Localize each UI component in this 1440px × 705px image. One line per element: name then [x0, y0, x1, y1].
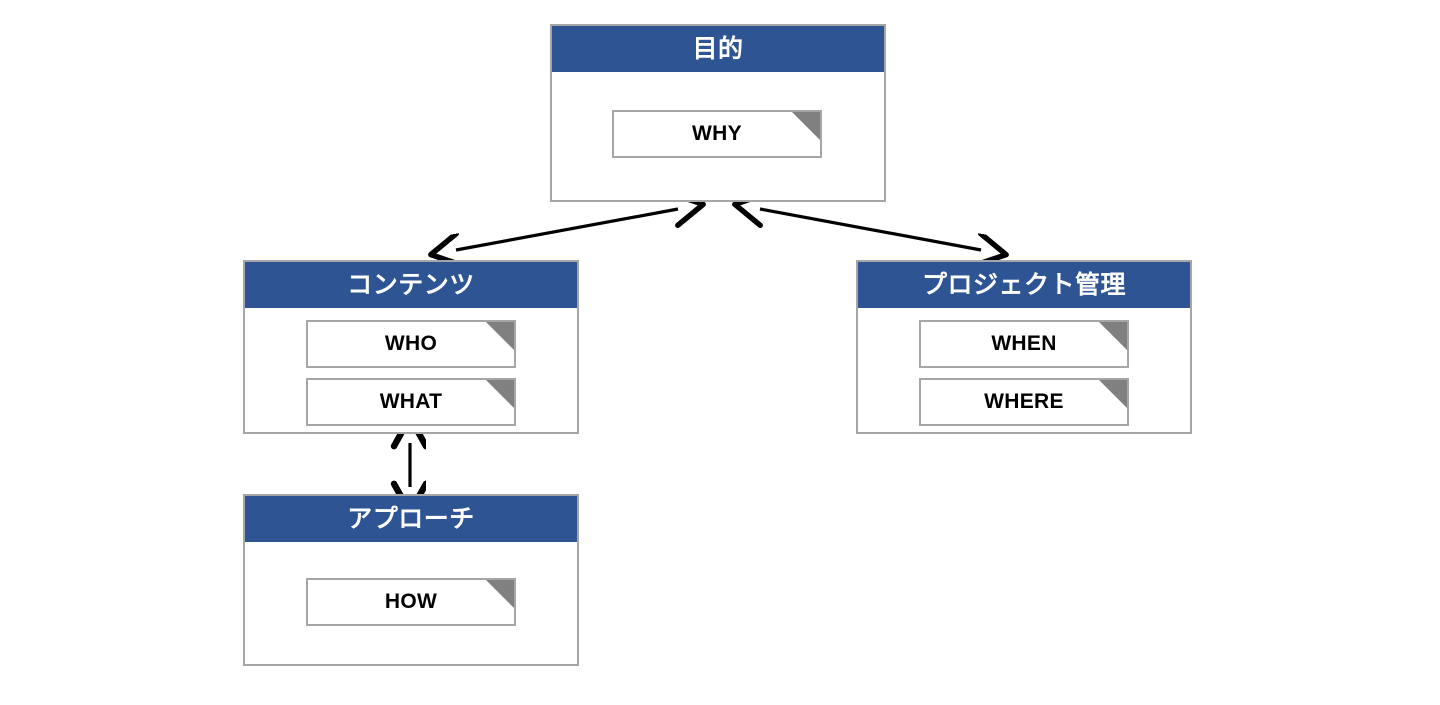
card-contents-header: コンテンツ [245, 262, 577, 308]
item-who-label: WHO [384, 332, 438, 355]
corner-triangle-icon [1099, 380, 1127, 408]
card-project-management[interactable]: プロジェクト管理 WHEN WHERE [856, 260, 1192, 434]
corner-triangle-icon [486, 580, 514, 608]
item-why-label: WHY [692, 122, 742, 145]
item-what[interactable]: WHAT [306, 378, 516, 426]
item-where-label: WHERE [984, 390, 1064, 413]
corner-triangle-icon [792, 112, 820, 140]
connector-purpose-contents [456, 209, 678, 250]
item-when-label: WHEN [991, 332, 1057, 355]
card-approach-header: アプローチ [245, 496, 577, 542]
card-contents-body: WHO WHAT [245, 308, 577, 432]
card-purpose-body: WHY [552, 72, 884, 200]
corner-triangle-icon [1099, 322, 1127, 350]
item-when[interactable]: WHEN [919, 320, 1129, 368]
card-project-management-body: WHEN WHERE [858, 308, 1190, 432]
card-approach-body: HOW [245, 542, 577, 664]
corner-triangle-icon [486, 322, 514, 350]
card-approach[interactable]: アプローチ HOW [243, 494, 579, 666]
card-purpose[interactable]: 目的 WHY [550, 24, 886, 202]
item-how[interactable]: HOW [306, 578, 516, 626]
connector-purpose-project-management [760, 209, 981, 250]
corner-triangle-icon [486, 380, 514, 408]
item-why[interactable]: WHY [612, 110, 822, 158]
card-project-management-header: プロジェクト管理 [858, 262, 1190, 308]
item-who[interactable]: WHO [306, 320, 516, 368]
item-where[interactable]: WHERE [919, 378, 1129, 426]
card-purpose-header: 目的 [552, 26, 884, 72]
card-contents[interactable]: コンテンツ WHO WHAT [243, 260, 579, 434]
item-how-label: HOW [384, 590, 438, 613]
item-what-label: WHAT [379, 390, 443, 413]
